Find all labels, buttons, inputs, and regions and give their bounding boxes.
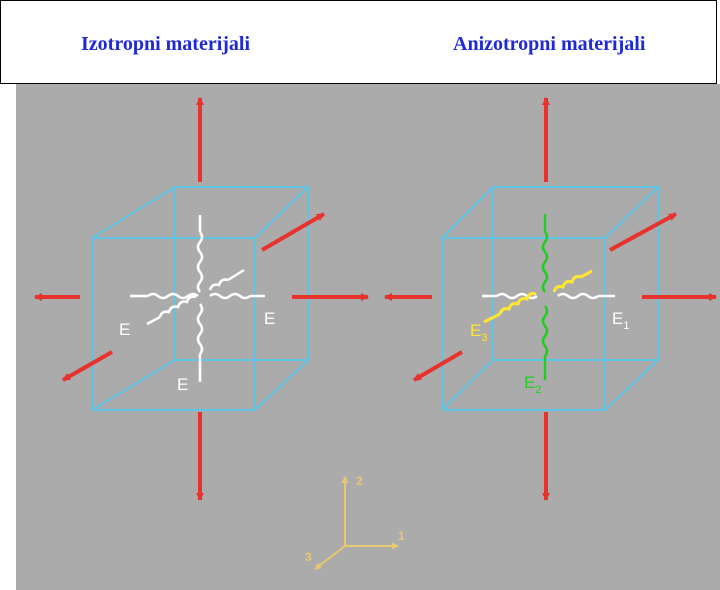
diagram-panel [16,84,720,590]
anisotropic-arrow-back [609,212,677,252]
anisotropic-arrow-front [412,350,464,382]
coordinate-axes: 2 1 3 [305,474,405,570]
spring-e3 [483,269,593,324]
axis-2-label: 2 [356,474,363,488]
isotropic-arrow-front [62,350,113,382]
isotropic-force-arrows [34,97,369,501]
anisotropic-springs [482,214,615,380]
header-box: Izotropni materijali Anizotropni materij… [0,0,717,84]
axis-3-line [314,545,346,570]
axis-3-label: 3 [305,550,312,564]
anisotropic-title: Anizotropni materijali [453,33,646,55]
isotropic-springs [130,215,265,382]
anisotropic-cube-edges [441,186,659,411]
isotropic-cube: E E E [34,97,369,501]
isotropic-label-right: E [264,309,275,328]
isotropic-title: Izotropni materijali [81,33,251,55]
spring-e2 [541,214,549,380]
anisotropic-label-e3: E3 [470,321,487,344]
spring-e1 [482,292,615,300]
anisotropic-label-e2: E2 [524,373,541,396]
anisotropic-cube: E1 E2 E3 [384,97,717,501]
isotropic-cube-edges [91,186,309,411]
isotropic-label-front: E [119,320,130,339]
axis-1-label: 1 [398,529,405,543]
anisotropic-label-e1: E1 [612,309,629,332]
isotropic-label-bottom: E [177,375,188,394]
anisotropic-force-arrows [384,97,717,501]
isotropic-arrow-back [260,212,326,252]
